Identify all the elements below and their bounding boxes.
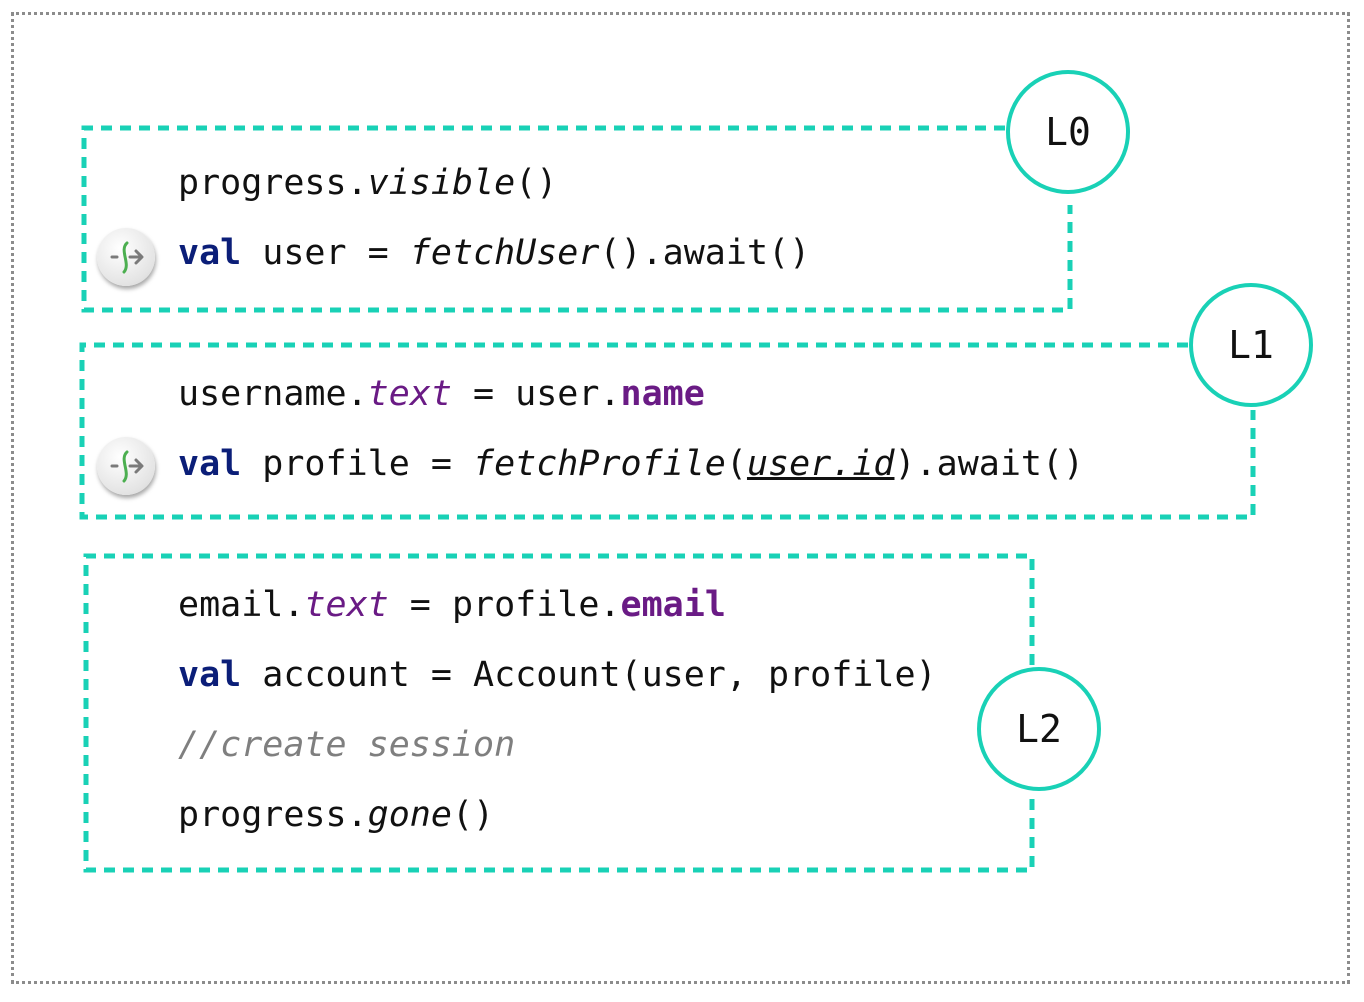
code-line-8: progress.gone() bbox=[178, 798, 494, 833]
code-token: () bbox=[515, 163, 558, 203]
code-token: ().await() bbox=[599, 233, 811, 273]
code-property: text bbox=[304, 585, 389, 625]
code-line-2: val user = fetchUser().await() bbox=[178, 236, 810, 271]
code-token: progress. bbox=[178, 163, 368, 203]
label-l2-text: L2 bbox=[1016, 707, 1062, 751]
code-keyword: val bbox=[178, 444, 242, 484]
code-token: = user. bbox=[451, 374, 621, 414]
label-l2: L2 bbox=[977, 667, 1101, 791]
suspend-call-icon bbox=[97, 437, 155, 495]
label-l0: L0 bbox=[1006, 70, 1130, 194]
code-comment: //create session bbox=[178, 725, 516, 765]
frame-l0 bbox=[81, 125, 1073, 313]
code-token: fetchProfile bbox=[473, 444, 726, 484]
code-line-4: val profile = fetchProfile(user.id).awai… bbox=[178, 447, 1084, 482]
code-field: email bbox=[620, 585, 726, 625]
code-token: fetchUser bbox=[409, 233, 600, 273]
suspend-call-icon bbox=[97, 228, 155, 286]
code-token: user = bbox=[241, 233, 410, 273]
code-line-6: val account = Account(user, profile) bbox=[178, 658, 937, 693]
code-token: = profile. bbox=[388, 585, 621, 625]
code-line-3: username.text = user.name bbox=[178, 377, 705, 412]
code-token: gone bbox=[367, 795, 452, 835]
code-keyword: val bbox=[178, 655, 242, 695]
code-token: ( bbox=[725, 444, 747, 484]
code-token: progress. bbox=[178, 795, 368, 835]
code-keyword: val bbox=[178, 233, 242, 273]
code-token: username. bbox=[178, 374, 368, 414]
code-token: visible bbox=[367, 163, 516, 203]
frame-l1 bbox=[79, 342, 1256, 520]
code-field: name bbox=[620, 374, 705, 414]
code-token: account = Account(user, profile) bbox=[241, 655, 937, 695]
label-l1: L1 bbox=[1189, 283, 1313, 407]
code-argument: user.id bbox=[746, 444, 895, 484]
code-line-5: email.text = profile.email bbox=[178, 588, 726, 623]
code-token: ).await() bbox=[894, 444, 1085, 484]
code-token: email. bbox=[178, 585, 305, 625]
code-line-1: progress.visible() bbox=[178, 166, 557, 201]
code-line-7: //create session bbox=[178, 728, 515, 763]
code-token: profile = bbox=[241, 444, 474, 484]
code-token: () bbox=[451, 795, 495, 835]
frame-l2 bbox=[83, 553, 1035, 873]
diagram-border bbox=[11, 12, 1350, 984]
label-l0-text: L0 bbox=[1045, 110, 1091, 154]
label-l1-text: L1 bbox=[1228, 323, 1274, 367]
code-property: text bbox=[367, 374, 452, 414]
